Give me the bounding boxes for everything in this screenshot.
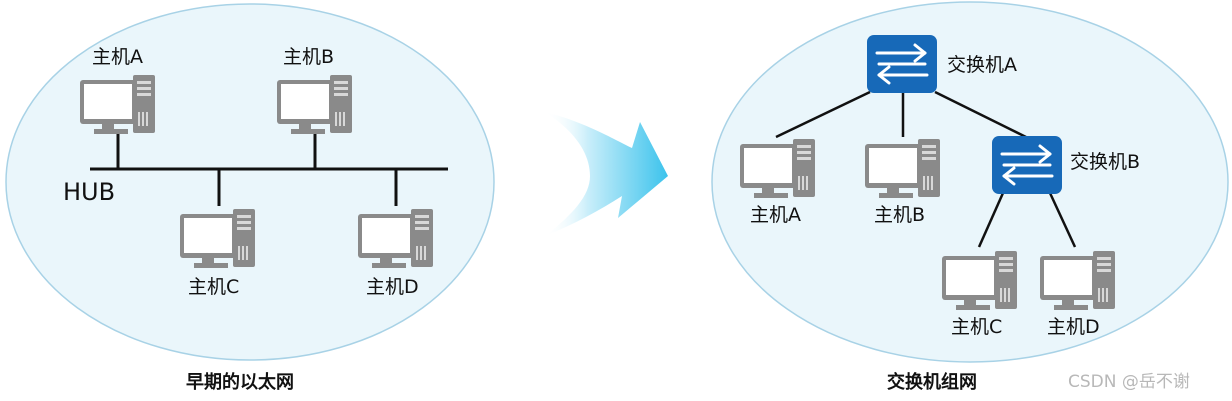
hub-bus — [90, 134, 448, 206]
switch-links — [775, 90, 1077, 248]
right-host-b-label: 主机B — [874, 204, 926, 226]
switch-icon-a — [865, 33, 939, 95]
left-host-a-label: 主机A — [92, 46, 143, 68]
left-host-c-label: 主机C — [188, 276, 240, 298]
watermark: CSDN @岳不谢 — [1068, 372, 1190, 392]
switch-b-label: 交换机B — [1070, 151, 1141, 173]
switch-a-label: 交换机A — [947, 54, 1017, 76]
transition-arrow — [545, 112, 668, 236]
right-host-c-label: 主机C — [951, 316, 1003, 338]
right-network-caption: 交换机组网 — [887, 372, 977, 393]
hub-label: HUB — [63, 178, 116, 206]
switch-icon-b — [990, 134, 1064, 196]
right-host-d-label: 主机D — [1047, 316, 1100, 338]
right-host-a-label: 主机A — [750, 204, 801, 226]
left-network-caption: 早期的以太网 — [186, 372, 294, 393]
left-host-b-label: 主机B — [283, 46, 335, 68]
left-host-d-label: 主机D — [366, 276, 419, 298]
